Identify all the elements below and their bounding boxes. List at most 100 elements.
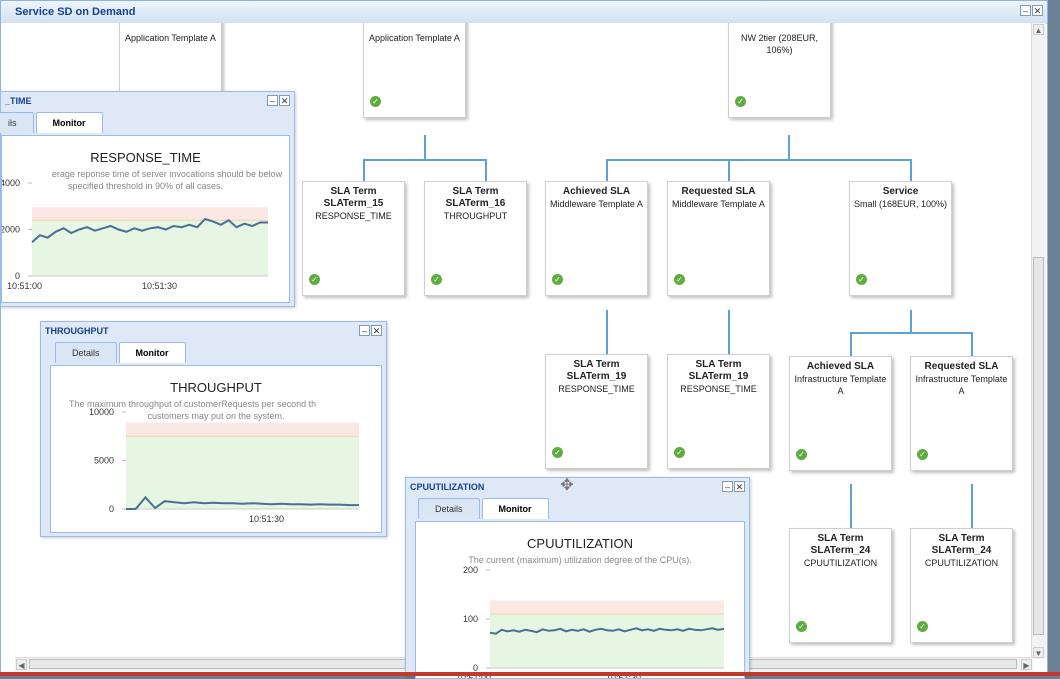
scroll-right-icon[interactable]: ▶	[1021, 659, 1032, 670]
connector	[606, 310, 608, 354]
cpu-chart-body: CPUUTILIZATION The current (maximum) uti…	[415, 521, 745, 679]
close-icon[interactable]: ✕	[734, 481, 745, 492]
node-title: SLATerm_15	[323, 198, 384, 209]
node-title: Service	[882, 186, 919, 197]
y-tick-label: 0	[15, 271, 20, 281]
series-line	[126, 495, 359, 510]
connector	[850, 332, 973, 334]
minimize-icon[interactable]: –	[267, 95, 278, 106]
status-ok-icon: ✓	[796, 449, 807, 460]
status-ok-icon: ✓	[674, 447, 685, 458]
tab-monitor[interactable]: Monitor	[481, 498, 549, 519]
minimize-icon[interactable]: –	[359, 325, 370, 336]
connector	[728, 310, 730, 354]
connector	[363, 159, 486, 161]
chart-description: The current (maximum) utilization degree…	[468, 555, 692, 565]
response-time-panel[interactable]: _TIME – ✕ ils Monitor RESPONSE_TIME erag…	[0, 91, 295, 307]
close-icon[interactable]: ✕	[371, 325, 382, 336]
y-tick-label: 5000	[94, 456, 114, 466]
tab-monitor[interactable]: Monitor	[118, 342, 186, 363]
status-ok-icon: ✓	[552, 447, 563, 458]
connector	[850, 484, 852, 528]
node-title: SLA Term	[695, 359, 742, 370]
connector	[788, 135, 790, 159]
status-ok-icon: ✓	[431, 274, 442, 285]
chart-description: customers may put on the system.	[147, 411, 285, 421]
node-title: SLATerm_19	[688, 371, 749, 382]
tab-details[interactable]: ils	[0, 112, 34, 133]
node-subtitle: Small (168EUR, 100%)	[853, 199, 948, 209]
connector	[606, 159, 911, 161]
scroll-left-icon[interactable]: ◀	[16, 659, 27, 670]
tab-monitor[interactable]: Monitor	[35, 112, 103, 133]
close-icon[interactable]: ✕	[279, 95, 290, 106]
status-ok-icon: ✓	[917, 621, 928, 632]
cpu-utilization-panel[interactable]: CPUUTILIZATION – ✕ Details Monitor CPUUT…	[405, 477, 750, 679]
series-line	[31, 217, 268, 244]
bottom-accent-bar	[0, 672, 1060, 676]
node-title: SLATerm_19	[566, 371, 627, 382]
scroll-up-icon[interactable]: ▲	[1033, 24, 1044, 35]
y-tick-label: 100	[463, 614, 478, 624]
node-title: Requested SLA	[681, 186, 756, 197]
throughput-panel[interactable]: THROUGHPUT – ✕ Details Monitor THROUGHPU…	[40, 321, 387, 537]
status-ok-icon: ✓	[856, 274, 867, 285]
tree-node[interactable]: NW 2tier (208EUR, 106%)✓	[728, 23, 831, 118]
violation-zone	[490, 600, 724, 615]
node-subtitle: Middleware Template A	[550, 199, 643, 209]
status-ok-icon: ✓	[552, 274, 563, 285]
connector	[910, 310, 912, 332]
scroll-down-icon[interactable]: ▼	[1033, 647, 1044, 658]
chart-title: CPUUTILIZATION	[527, 536, 633, 551]
y-tick-label: 0	[473, 663, 478, 673]
status-ok-icon: ✓	[735, 96, 746, 107]
x-tick-label: 10:51:00	[7, 281, 42, 291]
vertical-scroll-thumb[interactable]	[1033, 257, 1044, 635]
node-subtitle: Application Template A	[369, 33, 460, 43]
panel-title: CPUUTILIZATION	[410, 482, 485, 492]
connector	[363, 159, 365, 181]
connector	[485, 159, 487, 181]
violation-zone	[32, 207, 268, 221]
minimize-icon[interactable]: –	[1020, 5, 1031, 16]
node-title: Achieved SLA	[806, 361, 875, 372]
series-line	[489, 627, 725, 635]
y-tick-label: 4000	[2, 178, 20, 188]
tab-details[interactable]: Details	[418, 498, 480, 519]
connector	[910, 159, 912, 181]
minimize-icon[interactable]: –	[722, 481, 733, 492]
node-title: SLA Term	[573, 359, 620, 370]
status-ok-icon: ✓	[674, 274, 685, 285]
vertical-scrollbar[interactable]: ▲ ▼	[1031, 23, 1046, 659]
tab-details[interactable]: Details	[55, 342, 117, 363]
x-tick-label: 10:51:30	[249, 514, 284, 524]
tree-node[interactable]: Application Template A ✓	[363, 23, 466, 118]
close-icon[interactable]: ✕	[1032, 5, 1043, 16]
status-ok-icon: ✓	[796, 621, 807, 632]
node-subtitle: RESPONSE_TIME	[558, 384, 635, 394]
node-subtitle: CPUUTILIZATION	[803, 558, 878, 568]
node-title: SLATerm_16	[445, 198, 506, 209]
node-title: SLATerm_24	[810, 545, 871, 556]
connector	[850, 332, 852, 356]
node-subtitle: Infrastructure Template A	[915, 374, 1008, 396]
status-ok-icon: ✓	[370, 96, 381, 107]
panel-title: THROUGHPUT	[45, 326, 109, 336]
chart-description: erage reponse time of server invocations…	[51, 169, 282, 179]
node-title: SLA Term	[938, 533, 985, 544]
window-titlebar[interactable]: Service SD on Demand – ✕	[1, 1, 1047, 24]
